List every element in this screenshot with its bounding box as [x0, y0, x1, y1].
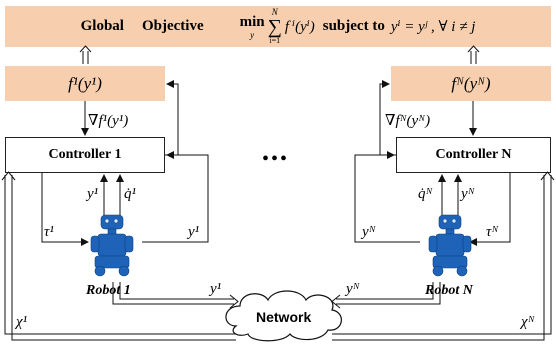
sum-symbol: ∑ [267, 16, 282, 38]
global-objective-box: Global Objective min y N ∑ i=1 f ⁱ(yⁱ) s… [5, 6, 551, 47]
robot-n-label: Robot N [425, 283, 473, 298]
local-objective-1: f¹(y¹) [68, 73, 102, 93]
robot-1-icon [90, 214, 134, 277]
chi-label-1: χ¹ [16, 314, 28, 330]
controller-1-box: Controller 1 [5, 137, 165, 173]
min-operator: min [239, 13, 265, 30]
robot-n-icon [428, 214, 472, 277]
local-objective-n: fᴺ(yᴺ) [451, 73, 491, 93]
y-up-label-1: y¹ [87, 186, 99, 202]
hollow-arrow-right-to-header [467, 45, 480, 64]
subject-to-label: subject to [322, 18, 385, 34]
sum-lower: i=1 [269, 36, 281, 45]
consensus-constraint: yⁱ = yʲ , ∀ i ≠ j [390, 19, 476, 35]
y-right-arrow-left [142, 151, 209, 243]
tau-label-1: τ¹ [44, 224, 54, 240]
hollow-arrow-left-to-header [79, 45, 92, 64]
robot1-to-network-link [112, 282, 239, 309]
feedback-arrow-left [165, 80, 179, 156]
robot-1-label: Robot 1 [86, 283, 131, 298]
chi-link-left [1, 171, 236, 341]
tau-label-n: τᴺ [486, 224, 499, 240]
min-subscript: y [250, 29, 255, 40]
objective-expression: f ⁱ(yⁱ) [284, 19, 315, 35]
qdot-label-n: q̇ᴺ [418, 186, 433, 202]
local-objective-box-1: f¹(y¹) [5, 66, 165, 101]
network-label: Network [256, 309, 312, 325]
chi-label-n: χᴺ [521, 314, 535, 330]
y-left-arrow-right [354, 151, 420, 243]
y-network-label-n: yᴺ [346, 281, 360, 297]
sum-upper: N [271, 7, 278, 17]
gradient-label-1: ∇f¹(y¹) [88, 113, 129, 129]
qdot-label-1: q̇¹ [124, 186, 136, 202]
controller-n-box: Controller N [396, 137, 551, 173]
local-objective-box-n: fᴺ(yᴺ) [391, 66, 551, 101]
ellipsis: ••• [262, 148, 290, 170]
y-up-label-n: yᴺ [461, 186, 475, 202]
y-network-label-1: y¹ [210, 281, 222, 297]
controller-n-label: Controller N [435, 147, 512, 162]
y-feedback-label-n: yᴺ [362, 224, 376, 240]
tau-arrow-left [41, 173, 89, 246]
network-cloud-shape [225, 290, 342, 342]
gradient-label-n: ∇fᴺ(yᴺ) [385, 113, 431, 129]
y-feedback-label-1: y¹ [188, 224, 200, 240]
objective-title-prefix: Global [80, 18, 124, 34]
controller-1-label: Controller 1 [48, 147, 122, 162]
chi-link-right [332, 171, 555, 341]
tau-arrow-right [469, 173, 511, 246]
objective-title-word: Objective [141, 18, 204, 34]
